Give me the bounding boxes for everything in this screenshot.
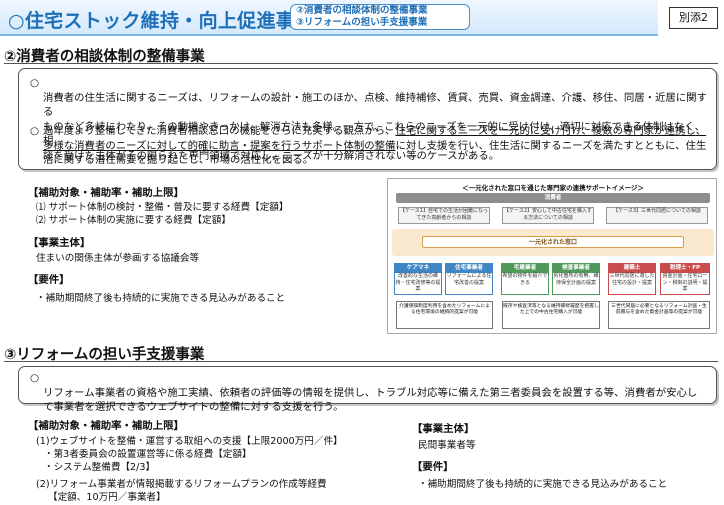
section2-para1-text: 消費者の住生活に関するニーズは、リフォームの設計・施工のほか、点検、維持補修、賃… — [43, 91, 707, 162]
expert-care-manager-label: ケアマネ — [395, 264, 441, 273]
diagram-window-bar: 一元化された窓口 — [422, 236, 684, 248]
diagram-case1-text: 【ケース1】自宅での生活が困難になってきた高齢者からの相談 — [400, 208, 488, 221]
diagram-case2: 【ケース2】安心して中古住宅を購入する方法についての相談 — [502, 207, 594, 224]
expert-tax-fp-label: 税理士・FP — [661, 264, 709, 273]
diagram-title: ＜一元化された窓口を通じた専門家の連携サポートイメージ＞ — [462, 184, 644, 192]
header-subtitle-2: ③リフォームの担い手支援事業 — [296, 17, 428, 28]
expert-architect: 建築士 三世代同居に適した住宅の設計・提案 — [608, 263, 656, 295]
bullet-circle-icon: ○ — [30, 372, 40, 384]
expert-real-estate: 宅建業者 希望の物件を紹介できる — [501, 263, 549, 295]
header-subtitle-box: ②消費者の相談体制の整備事業 ③リフォームの担い手支援事業 — [290, 4, 470, 30]
expert-care-manager-desc: 改善的な生活の維持・住宅改修等の提案 — [395, 273, 441, 292]
para2-c: に対し支援を行い、住生活に関するニーズを満たすとともに、住 — [395, 139, 696, 152]
expert-inspection-label: 検査事業者 — [553, 264, 599, 273]
bullet-circle-icon: ○ — [30, 125, 40, 137]
expert-architect-label: 建築士 — [609, 264, 655, 273]
expert-tax-fp: 税理士・FP 資金計画・住宅ローン・税制の説明・提案 — [660, 263, 710, 295]
diagram-consumer-bar: 消費者 — [396, 193, 710, 203]
diagram-case1: 【ケース1】自宅での生活が困難になってきた高齢者からの相談 — [398, 207, 490, 224]
section2-para1: ○消費者の住生活に関するニーズは、リフォームの設計・施工のほか、点検、維持補修、… — [30, 76, 711, 163]
section3-entity: 民間事業者等 — [418, 440, 476, 451]
expert-tax-fp-desc: 資金計画・住宅ローン・税制の説明・提案 — [662, 273, 708, 292]
attachment-label: 別添2 — [669, 7, 718, 29]
section3-support-2a: 【定額、10万円／事業者】 — [48, 492, 166, 503]
support-diagram: ＜一元化された窓口を通じた専門家の連携サポートイメージ＞ 消費者 【ケース1】自… — [387, 178, 717, 334]
diagram-case3-text: 【ケース3】三世代同居についての相談 — [613, 208, 701, 214]
section2-support-heading: 【補助対象・補助率・補助上限】 — [28, 187, 184, 199]
expert-real-estate-desc: 希望の物件を紹介できる — [502, 273, 548, 286]
section2-para2: ○過年度より整備してきた消費者相談窓口の機能をさらに充実する観点から、住宅に関す… — [30, 124, 711, 168]
header-subtitle-1: ②消費者の相談体制の整備事業 — [296, 5, 428, 16]
diagram-outcome-3: 三世代同居に必要となるリフォーム計画・生前贈与を含めた資金計画等の提案が可能 — [608, 301, 710, 329]
para2-underlined-2: 、多様な消費者のニーズに対して的確に助言・提案を行うサポート体制の整備 — [43, 125, 707, 152]
para2-underlined-1: 住宅に関するニーズを一元的に受け付け、複数の専門家が連携し — [395, 125, 696, 137]
diagram-outcome-2: 既存や検査済等となる維持補修履歴を把握した上での中古住宅購入が可能 — [502, 301, 600, 329]
section3-para-text: リフォーム事業者の資格や施工実績、依頼者の評価等の情報を提供し、トラブル対応等に… — [43, 386, 698, 414]
expert-housing-business-label: 住宅事業者 — [446, 264, 492, 273]
diagram-case3: 【ケース3】三世代同居についての相談 — [606, 207, 708, 224]
page-title: ○住宅ストック維持・向上促進事業 — [8, 10, 315, 32]
section3-support-2: (2)リフォーム事業者が情報掲載するリフォームプランの作成等経費 — [36, 479, 327, 490]
bullet-circle-icon: ○ — [30, 77, 40, 89]
expert-real-estate-label: 宅建業者 — [502, 264, 548, 273]
diagram-window-label: 一元化された窓口 — [528, 239, 577, 246]
section3-rule — [4, 361, 718, 362]
expert-care-manager: ケアマネ 改善的な生活の維持・住宅改修等の提案 — [394, 263, 442, 295]
section2-req-heading: 【要件】 — [28, 274, 70, 286]
section3-support-heading: 【補助対象・補助率・補助上限】 — [28, 420, 184, 432]
para2-a: 過年度より整備してきた消費者相談窓口の機能をさらに充実する観点から、 — [43, 125, 396, 137]
section3-req: ・補助期間終了後も持続的に実施できる見込みがあること — [418, 479, 668, 490]
section2-title: ②消費者の相談体制の整備事業 — [4, 49, 205, 65]
section2-support-2: ⑵ サポート体制の実施に要する経費【定額】 — [36, 215, 231, 226]
section3-support-1a: ・第3者委員会の設置運営等に係る経費【定額】 — [44, 449, 252, 460]
diagram-consumer-label: 消費者 — [544, 195, 562, 201]
section2-req: ・補助期間終了後も持続的に実施できる見込みがあること — [36, 293, 286, 304]
section3-title: ③リフォームの担い手支援事業 — [4, 347, 205, 363]
section2-entity-heading: 【事業主体】 — [28, 237, 91, 249]
expert-housing-business-desc: リフォームによる住宅改善の提案 — [446, 273, 492, 286]
section2-entity: 住まいの関係主体が参画する協議会等 — [36, 253, 200, 264]
expert-housing-business: 住宅事業者 リフォームによる住宅改善の提案 — [445, 263, 493, 295]
section3-req-heading: 【要件】 — [412, 461, 454, 473]
diagram-outcome-1: 介護保険制度利用を含めたリフォームによる住宅環境の継続的提案が可能 — [396, 301, 493, 329]
section2-rule — [4, 63, 718, 64]
section3-para: ○リフォーム事業者の資格や施工実績、依頼者の評価等の情報を提供し、トラブル対応等… — [30, 371, 711, 415]
diagram-case2-text: 【ケース2】安心して中古住宅を購入する方法についての相談 — [504, 208, 592, 221]
expert-inspection: 検査事業者 劣化箇所の有無、維持保全計画の提案 — [552, 263, 600, 295]
section2-summary-box: ○消費者の住生活に関するニーズは、リフォームの設計・施工のほか、点検、維持補修、… — [18, 68, 717, 170]
expert-architect-desc: 三世代同居に適した住宅の設計・提案 — [609, 273, 655, 286]
section3-entity-heading: 【事業主体】 — [412, 423, 475, 435]
section2-support-1: ⑴ サポート体制の検討・整備・普及に要する経費【定額】 — [36, 202, 289, 213]
section3-support-1: (1)ウェブサイトを整備・運営する取組への支援【上限2000万円／件】 — [36, 436, 343, 447]
section3-summary-box: ○リフォーム事業者の資格や施工実績、依頼者の評価等の情報を提供し、トラブル対応等… — [18, 366, 717, 413]
expert-inspection-desc: 劣化箇所の有無、維持保全計画の提案 — [553, 273, 599, 286]
para2-d: 生活に関する潜在需要を掘り起こし、市場の活性化を図る。 — [43, 139, 707, 167]
section3-support-1b: ・システム整備費【2/3】 — [44, 462, 156, 473]
